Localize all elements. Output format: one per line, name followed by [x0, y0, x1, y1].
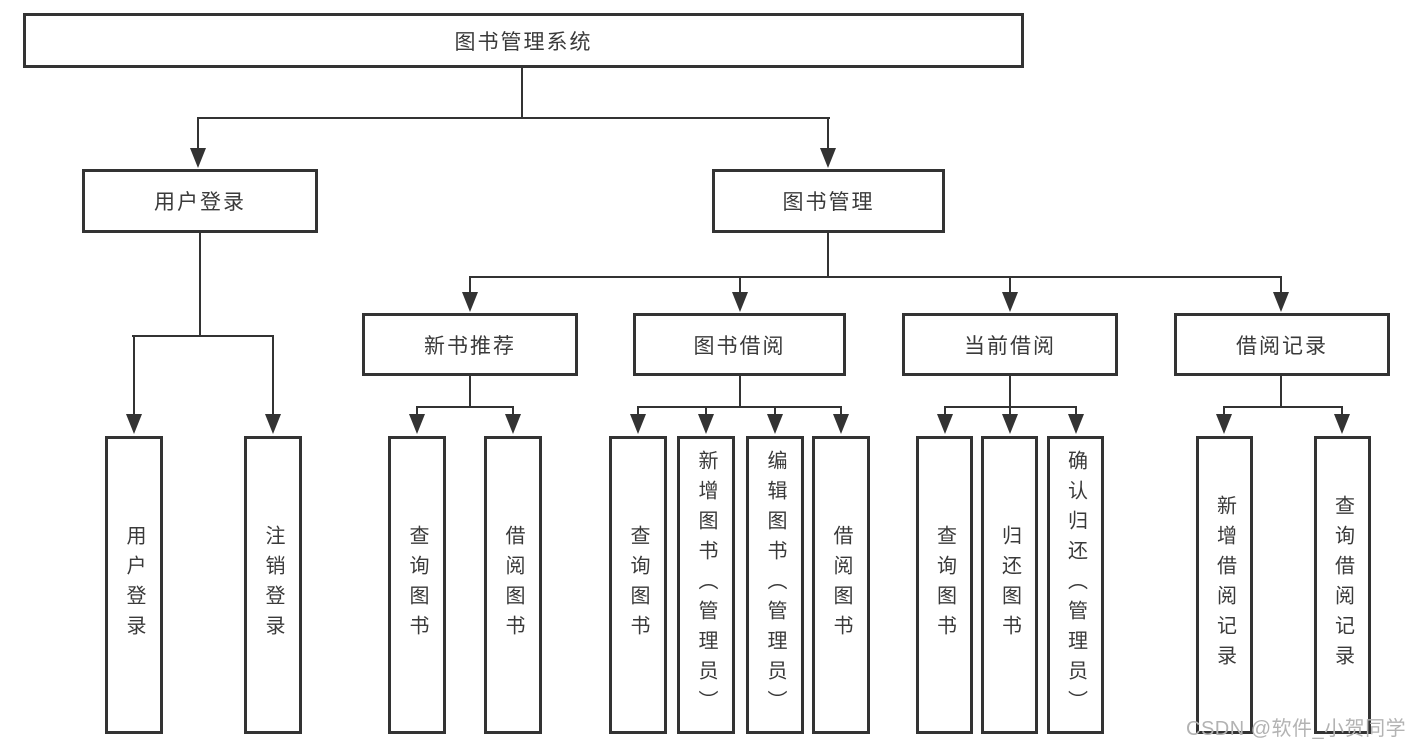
connector-shaft	[840, 406, 842, 416]
arrow-down-icon	[820, 148, 836, 168]
connector-group-vline	[1280, 376, 1282, 407]
arrow-down-icon	[265, 414, 281, 434]
leaf-edit-books-admin: 编辑图书（管理员）	[746, 436, 804, 734]
connector-shaft	[133, 335, 135, 415]
connector-shaft	[1223, 406, 1225, 416]
connector-root-vline	[521, 68, 523, 118]
arrow-down-icon	[1273, 292, 1289, 312]
arrow-down-icon	[630, 414, 646, 434]
leaf-confirm-return-admin: 确认归还（管理员）	[1047, 436, 1104, 734]
connector-group-hline	[1223, 406, 1343, 408]
connector-group-vline	[469, 376, 471, 407]
leaf-logout: 注销登录	[244, 436, 302, 734]
node-label: 当前借阅	[964, 334, 1056, 358]
connector-shaft	[944, 406, 946, 416]
node-label: 查询图书	[627, 525, 649, 645]
connector-shaft	[272, 335, 274, 415]
connector-group-hline	[637, 406, 842, 408]
node-book-management: 图书管理	[712, 169, 945, 233]
node-label: 注销登录	[262, 525, 284, 645]
arrow-down-icon	[462, 292, 478, 312]
node-label: 新增图书（管理员）	[695, 450, 717, 720]
node-label: 查询图书	[933, 525, 956, 645]
node-label: 新增借阅记录	[1213, 495, 1236, 675]
connector-group-vline	[1009, 376, 1011, 407]
node-book-borrowing: 图书借阅	[633, 313, 846, 376]
arrow-down-icon	[126, 414, 142, 434]
node-label: 图书管理	[782, 191, 875, 214]
connector-shaft	[1075, 406, 1077, 416]
connector-userlogin-vline	[199, 233, 201, 336]
arrow-down-icon	[833, 414, 849, 434]
node-library-system: 图书管理系统	[23, 13, 1024, 68]
node-label: 编辑图书（管理员）	[764, 450, 786, 720]
leaf-query-borrow-record: 查询借阅记录	[1314, 436, 1371, 734]
arrow-down-icon	[698, 414, 714, 434]
node-label: 借阅图书	[830, 525, 852, 645]
leaf-borrow-books: 借阅图书	[812, 436, 870, 734]
connector-shaft	[1009, 276, 1011, 293]
connector-userlogin-shaft	[197, 117, 199, 150]
arrow-down-icon	[1334, 414, 1350, 434]
node-new-book-recommend: 新书推荐	[362, 313, 578, 376]
node-current-borrowing: 当前借阅	[902, 313, 1118, 376]
connector-shaft	[469, 276, 471, 293]
leaf-query-books-recommend: 查询图书	[388, 436, 446, 734]
node-label: 新书推荐	[424, 334, 516, 358]
connector-userlogin-hline	[132, 335, 274, 337]
leaf-query-books-borrowing: 查询图书	[609, 436, 667, 734]
connector-shaft	[512, 406, 514, 416]
node-label: 用户登录	[154, 191, 246, 214]
arrow-down-icon	[409, 414, 425, 434]
arrow-down-icon	[767, 414, 783, 434]
arrow-down-icon	[732, 292, 748, 312]
arrow-down-icon	[1002, 414, 1018, 434]
connector-group-vline	[739, 376, 741, 407]
arrow-down-icon	[505, 414, 521, 434]
node-borrowing-records: 借阅记录	[1174, 313, 1390, 376]
connector-bookmgmt-vline	[827, 233, 829, 277]
node-label: 确认归还（管理员）	[1064, 450, 1087, 720]
connector-bookmgmt-shaft	[827, 117, 829, 150]
node-user-login: 用户登录	[82, 169, 318, 233]
connector-shaft	[637, 406, 639, 416]
leaf-add-books-admin: 新增图书（管理员）	[677, 436, 735, 734]
csdn-watermark: CSDN @软件_小贺同学	[1186, 718, 1405, 740]
connector-bookmgmt-hline	[469, 276, 1282, 278]
leaf-query-books-current: 查询图书	[916, 436, 973, 734]
arrow-down-icon	[1002, 292, 1018, 312]
connector-shaft	[1341, 406, 1343, 416]
connector-shaft	[739, 276, 741, 293]
connector-group-hline	[416, 406, 514, 408]
arrow-down-icon	[937, 414, 953, 434]
arrow-down-icon	[190, 148, 206, 168]
connector-shaft	[705, 406, 707, 416]
connector-root-hline	[197, 117, 830, 119]
connector-shaft	[1009, 406, 1011, 416]
connector-shaft	[416, 406, 418, 416]
node-label: 查询借阅记录	[1331, 495, 1354, 675]
leaf-borrow-books-recommend: 借阅图书	[484, 436, 542, 734]
node-label: 用户登录	[123, 525, 145, 645]
node-label: 图书管理系统	[454, 30, 593, 54]
node-label: 借阅图书	[502, 525, 524, 645]
node-label: 借阅记录	[1236, 334, 1328, 358]
connector-shaft	[1280, 276, 1282, 293]
node-label: 查询图书	[406, 525, 428, 645]
leaf-add-borrow-record: 新增借阅记录	[1196, 436, 1253, 734]
connector-shaft	[774, 406, 776, 416]
node-label: 图书借阅	[693, 334, 786, 358]
leaf-return-books: 归还图书	[981, 436, 1038, 734]
node-label: 归还图书	[998, 525, 1021, 645]
leaf-user-login: 用户登录	[105, 436, 163, 734]
arrow-down-icon	[1068, 414, 1084, 434]
arrow-down-icon	[1216, 414, 1232, 434]
